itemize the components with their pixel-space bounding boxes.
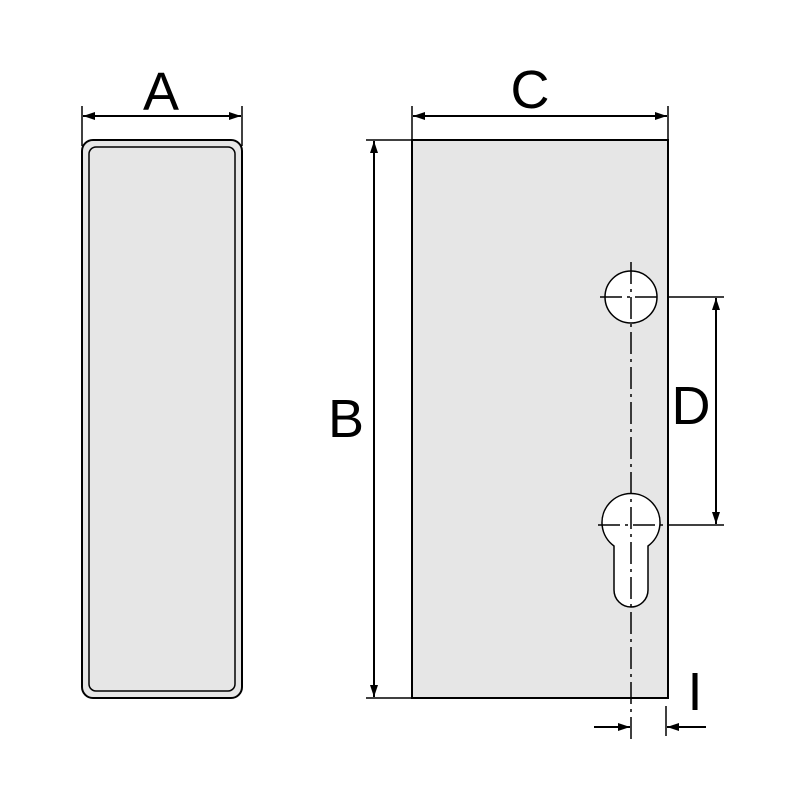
label-b: B	[328, 389, 364, 449]
label-a: A	[143, 62, 179, 122]
label-c: C	[511, 60, 550, 120]
dimension-d: D	[668, 296, 724, 526]
label-d: D	[672, 376, 711, 436]
dimension-b: B	[328, 139, 412, 699]
dimension-c: C	[411, 60, 669, 140]
front-view-plate	[411, 139, 669, 740]
label-i: I	[687, 662, 702, 722]
dimension-i: I	[594, 662, 706, 736]
side-view-plate	[81, 139, 243, 699]
dimension-a: A	[81, 62, 243, 146]
